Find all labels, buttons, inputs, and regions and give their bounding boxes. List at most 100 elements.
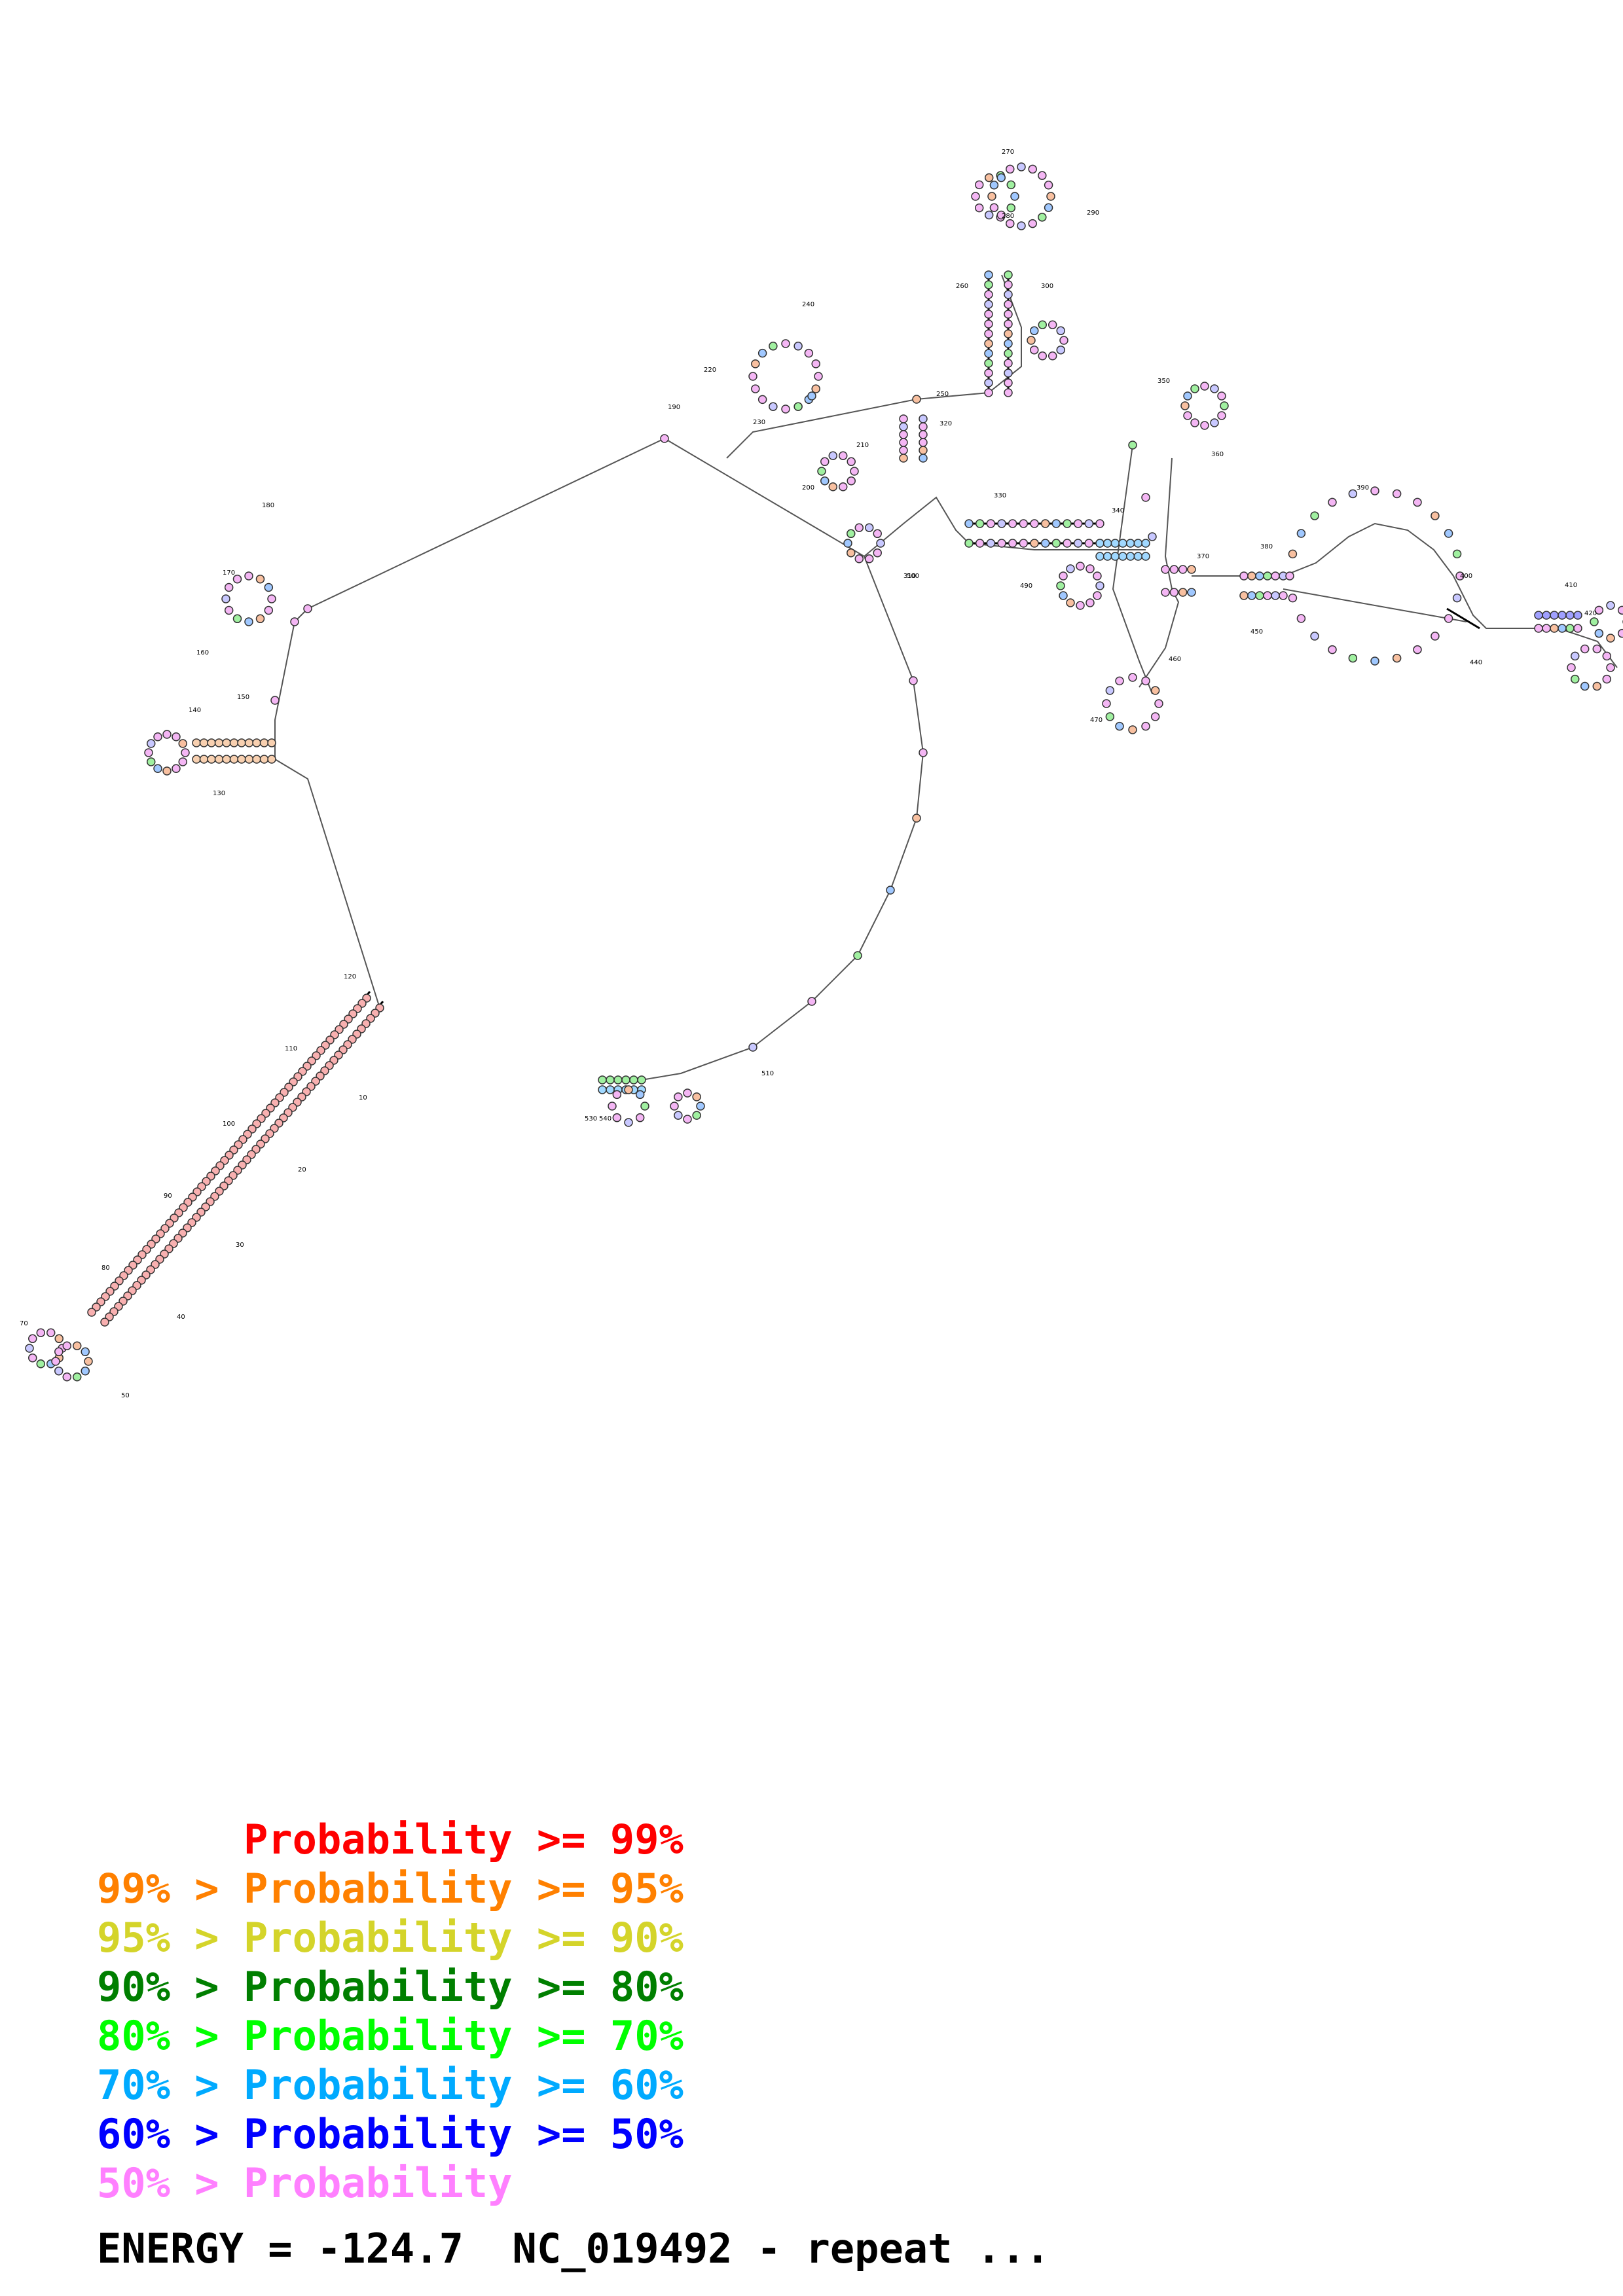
nucleotide [692, 1092, 701, 1102]
nucleotide [804, 348, 814, 358]
nucleotide [843, 539, 852, 548]
nucleotide [1602, 674, 1612, 684]
nucleotide [1567, 663, 1576, 672]
nucleotide [1048, 351, 1057, 361]
nucleotide [1348, 489, 1358, 499]
nucleotide [1550, 624, 1559, 633]
nucleotide [624, 1118, 633, 1127]
nucleotide [1263, 571, 1272, 581]
nucleotide [975, 539, 985, 548]
rna-structure-diagram: 1020304050708090100110120130140150160170… [20, 149, 1623, 1399]
nucleotide [1617, 605, 1623, 615]
numbering-label: 30 [236, 1242, 244, 1249]
nucleotide [1004, 310, 1013, 319]
nucleotide [178, 757, 187, 766]
nucleotide [84, 1357, 93, 1366]
nucleotide [1010, 192, 1019, 201]
nucleotide [1288, 549, 1298, 559]
nucleotide [1431, 511, 1440, 520]
nucleotide [1017, 162, 1026, 171]
nucleotide [847, 457, 856, 467]
nucleotide [1328, 645, 1337, 655]
nucleotide [1059, 336, 1068, 345]
nucleotide [1084, 519, 1094, 528]
legend-entry: 95% > Probability >= 90% [97, 1914, 684, 1962]
nucleotide [221, 594, 230, 603]
nucleotide [1602, 651, 1612, 661]
nucleotide [757, 395, 767, 404]
nucleotide [919, 446, 928, 455]
numbering-label: 380 [1260, 543, 1273, 550]
nucleotide [46, 1328, 56, 1337]
numbering-label: 90 [164, 1193, 172, 1200]
nucleotide [612, 1090, 622, 1100]
numbering-label: 320 [939, 420, 952, 427]
nucleotide [873, 548, 882, 558]
nucleotide [919, 454, 928, 463]
nucleotide [1040, 519, 1050, 528]
nucleotide [854, 554, 864, 564]
nucleotide [670, 1102, 679, 1111]
nucleotide [1008, 539, 1017, 548]
nucleotide [232, 574, 242, 584]
nucleotide [811, 359, 820, 368]
nucleotide [899, 454, 908, 463]
nucleotide [987, 192, 996, 201]
nucleotide [769, 342, 778, 351]
nucleotide [1141, 721, 1150, 731]
nucleotide [674, 1111, 683, 1120]
numbering-label: 360 [1211, 451, 1224, 458]
nucleotide [1558, 611, 1567, 620]
nucleotide [1110, 552, 1120, 561]
nucleotide [207, 755, 216, 764]
nucleotide [1059, 591, 1068, 600]
numbering-label: 400 [1460, 573, 1472, 580]
nucleotide [975, 519, 985, 528]
nucleotide [1048, 320, 1057, 329]
nucleotide [62, 1372, 72, 1382]
nucleotide [1102, 699, 1111, 708]
nucleotide [1084, 539, 1094, 548]
nucleotide [259, 738, 269, 747]
nucleotide [1118, 539, 1127, 548]
nucleotide [899, 446, 908, 455]
nucleotide [1558, 624, 1567, 633]
nucleotide [811, 384, 820, 393]
nucleotide [259, 755, 269, 764]
nucleotide [748, 1043, 757, 1052]
nucleotide [1150, 686, 1160, 695]
nucleotide [229, 738, 239, 747]
nucleotide [1051, 519, 1061, 528]
legend-entry: 90% > Probability >= 80% [97, 1963, 684, 2011]
nucleotide [1044, 203, 1053, 212]
nucleotide [1550, 611, 1559, 620]
numbering-label: 100 [223, 1121, 235, 1128]
nucleotide [899, 422, 908, 431]
numbering-label: 460 [1169, 656, 1181, 663]
nucleotide [25, 1344, 34, 1353]
nucleotide [1580, 681, 1590, 691]
nucleotide [87, 1308, 96, 1317]
nucleotide [1004, 349, 1013, 358]
nucleotide [1044, 181, 1053, 190]
nucleotide [864, 554, 874, 564]
nucleotide [1141, 552, 1150, 561]
nucleotide [984, 300, 993, 309]
numbering-label: 150 [237, 694, 249, 701]
nucleotide [814, 372, 823, 381]
nucleotide [769, 402, 778, 411]
nucleotide [984, 339, 993, 348]
nucleotide [1118, 552, 1127, 561]
nucleotide [1141, 676, 1150, 686]
nucleotide [36, 1328, 46, 1337]
nucleotide [1573, 624, 1582, 633]
nucleotide [172, 764, 181, 773]
nucleotide [1103, 539, 1112, 548]
nucleotide [1570, 674, 1580, 684]
nucleotide [919, 748, 928, 757]
nucleotide [748, 372, 757, 381]
nucleotide [606, 1085, 615, 1094]
nucleotide [1038, 171, 1047, 180]
nucleotide [1038, 320, 1048, 329]
nucleotide [1115, 721, 1124, 731]
